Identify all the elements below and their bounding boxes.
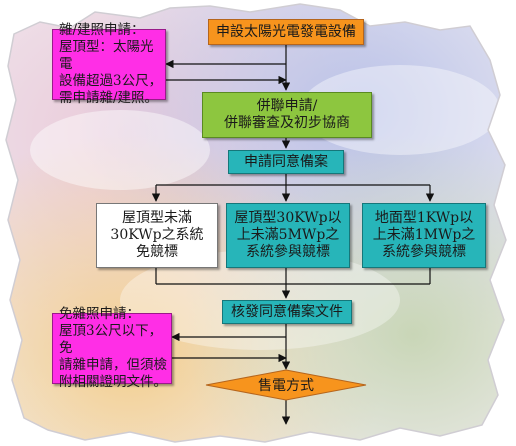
sales-method-diamond	[205, 369, 367, 401]
option-ground-bidding: 地面型1KWp以 上未滿1MWp之 系統參與競標	[362, 203, 486, 268]
note-permit-required: 雜/建照申請： 屋頂型：太陽光電 設備超過3公尺， 需申請雜/建照。	[52, 22, 166, 106]
flow-connectors	[151, 45, 435, 425]
step-grid-application: 併聯申請/ 併聯審查及初步協商	[202, 92, 372, 138]
option-roof-small-no-bidding: 屋頂型未滿 30KWp之系統 免競標	[96, 203, 218, 268]
option-roof-large-bidding: 屋頂型30KWp以 上未滿5MWp之 系統參與競標	[226, 203, 350, 268]
step-apply-equipment: 申設太陽光電發電設備	[208, 19, 364, 45]
note-permit-exempt: 免雜照申請： 屋頂3公尺以下，免 請雜申請，但須檢 附相關證明文件。	[52, 306, 172, 390]
step-consent-filing: 申請同意備案	[228, 150, 344, 174]
step-sales-method-label: 售電方式	[258, 378, 314, 394]
step-issue-documents: 核發同意備案文件	[222, 300, 352, 324]
